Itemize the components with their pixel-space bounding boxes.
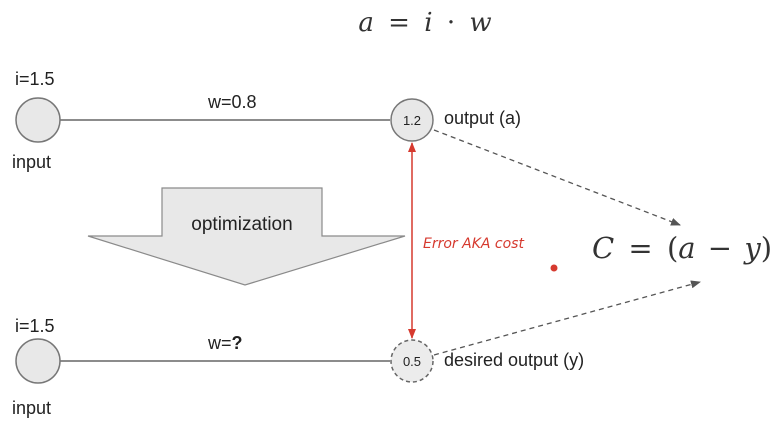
output-label: output (a) [444, 108, 521, 128]
bottom-input-value: i=1.5 [15, 316, 55, 336]
cost-formula: C = (a − y)2 [592, 229, 770, 265]
top-weight-prefix: w= [207, 92, 232, 112]
formula-equals: = [388, 8, 410, 38]
cost-minus: − [708, 231, 732, 265]
desired-output-node [390, 339, 434, 383]
cost-open-paren: ( [667, 231, 678, 265]
output-node [390, 98, 434, 142]
formula-i: i [424, 8, 432, 38]
optimization-label: optimization [191, 214, 292, 235]
bottom-weight-label: w=? [207, 333, 243, 353]
bottom-input-label: input [12, 398, 51, 418]
cost-c: C [592, 231, 614, 265]
cost-equals: = [628, 231, 652, 265]
top-weight-value: 0.8 [232, 92, 257, 112]
cost-a: a [678, 231, 695, 265]
top-weight-label: w=0.8 [207, 92, 257, 112]
desired-output-value: 0.5 [403, 354, 421, 369]
top-input-value: i=1.5 [15, 69, 55, 89]
cost-y: y [742, 231, 761, 265]
red-dot [550, 264, 558, 272]
desired-output-label: desired output (y) [444, 350, 584, 370]
top-input-node [15, 97, 61, 143]
error-label: Error AKA cost [423, 236, 524, 252]
bottom-weight-prefix: w= [207, 333, 232, 353]
dashed-arrow-desired-to-cost [433, 280, 701, 356]
top-input-label: input [12, 152, 51, 172]
output-node-value: 1.2 [403, 113, 421, 128]
bottom-input-node [15, 338, 61, 384]
cost-close-paren: ) [761, 231, 770, 265]
bottom-weight-value: ? [232, 333, 243, 353]
top-formula: a = i · w [358, 8, 491, 38]
formula-dot: · [447, 8, 455, 38]
formula-a: a [358, 8, 374, 38]
optimization-arrow [87, 187, 406, 286]
dashed-arrow-output-to-cost [433, 129, 681, 226]
formula-w: w [469, 8, 491, 38]
